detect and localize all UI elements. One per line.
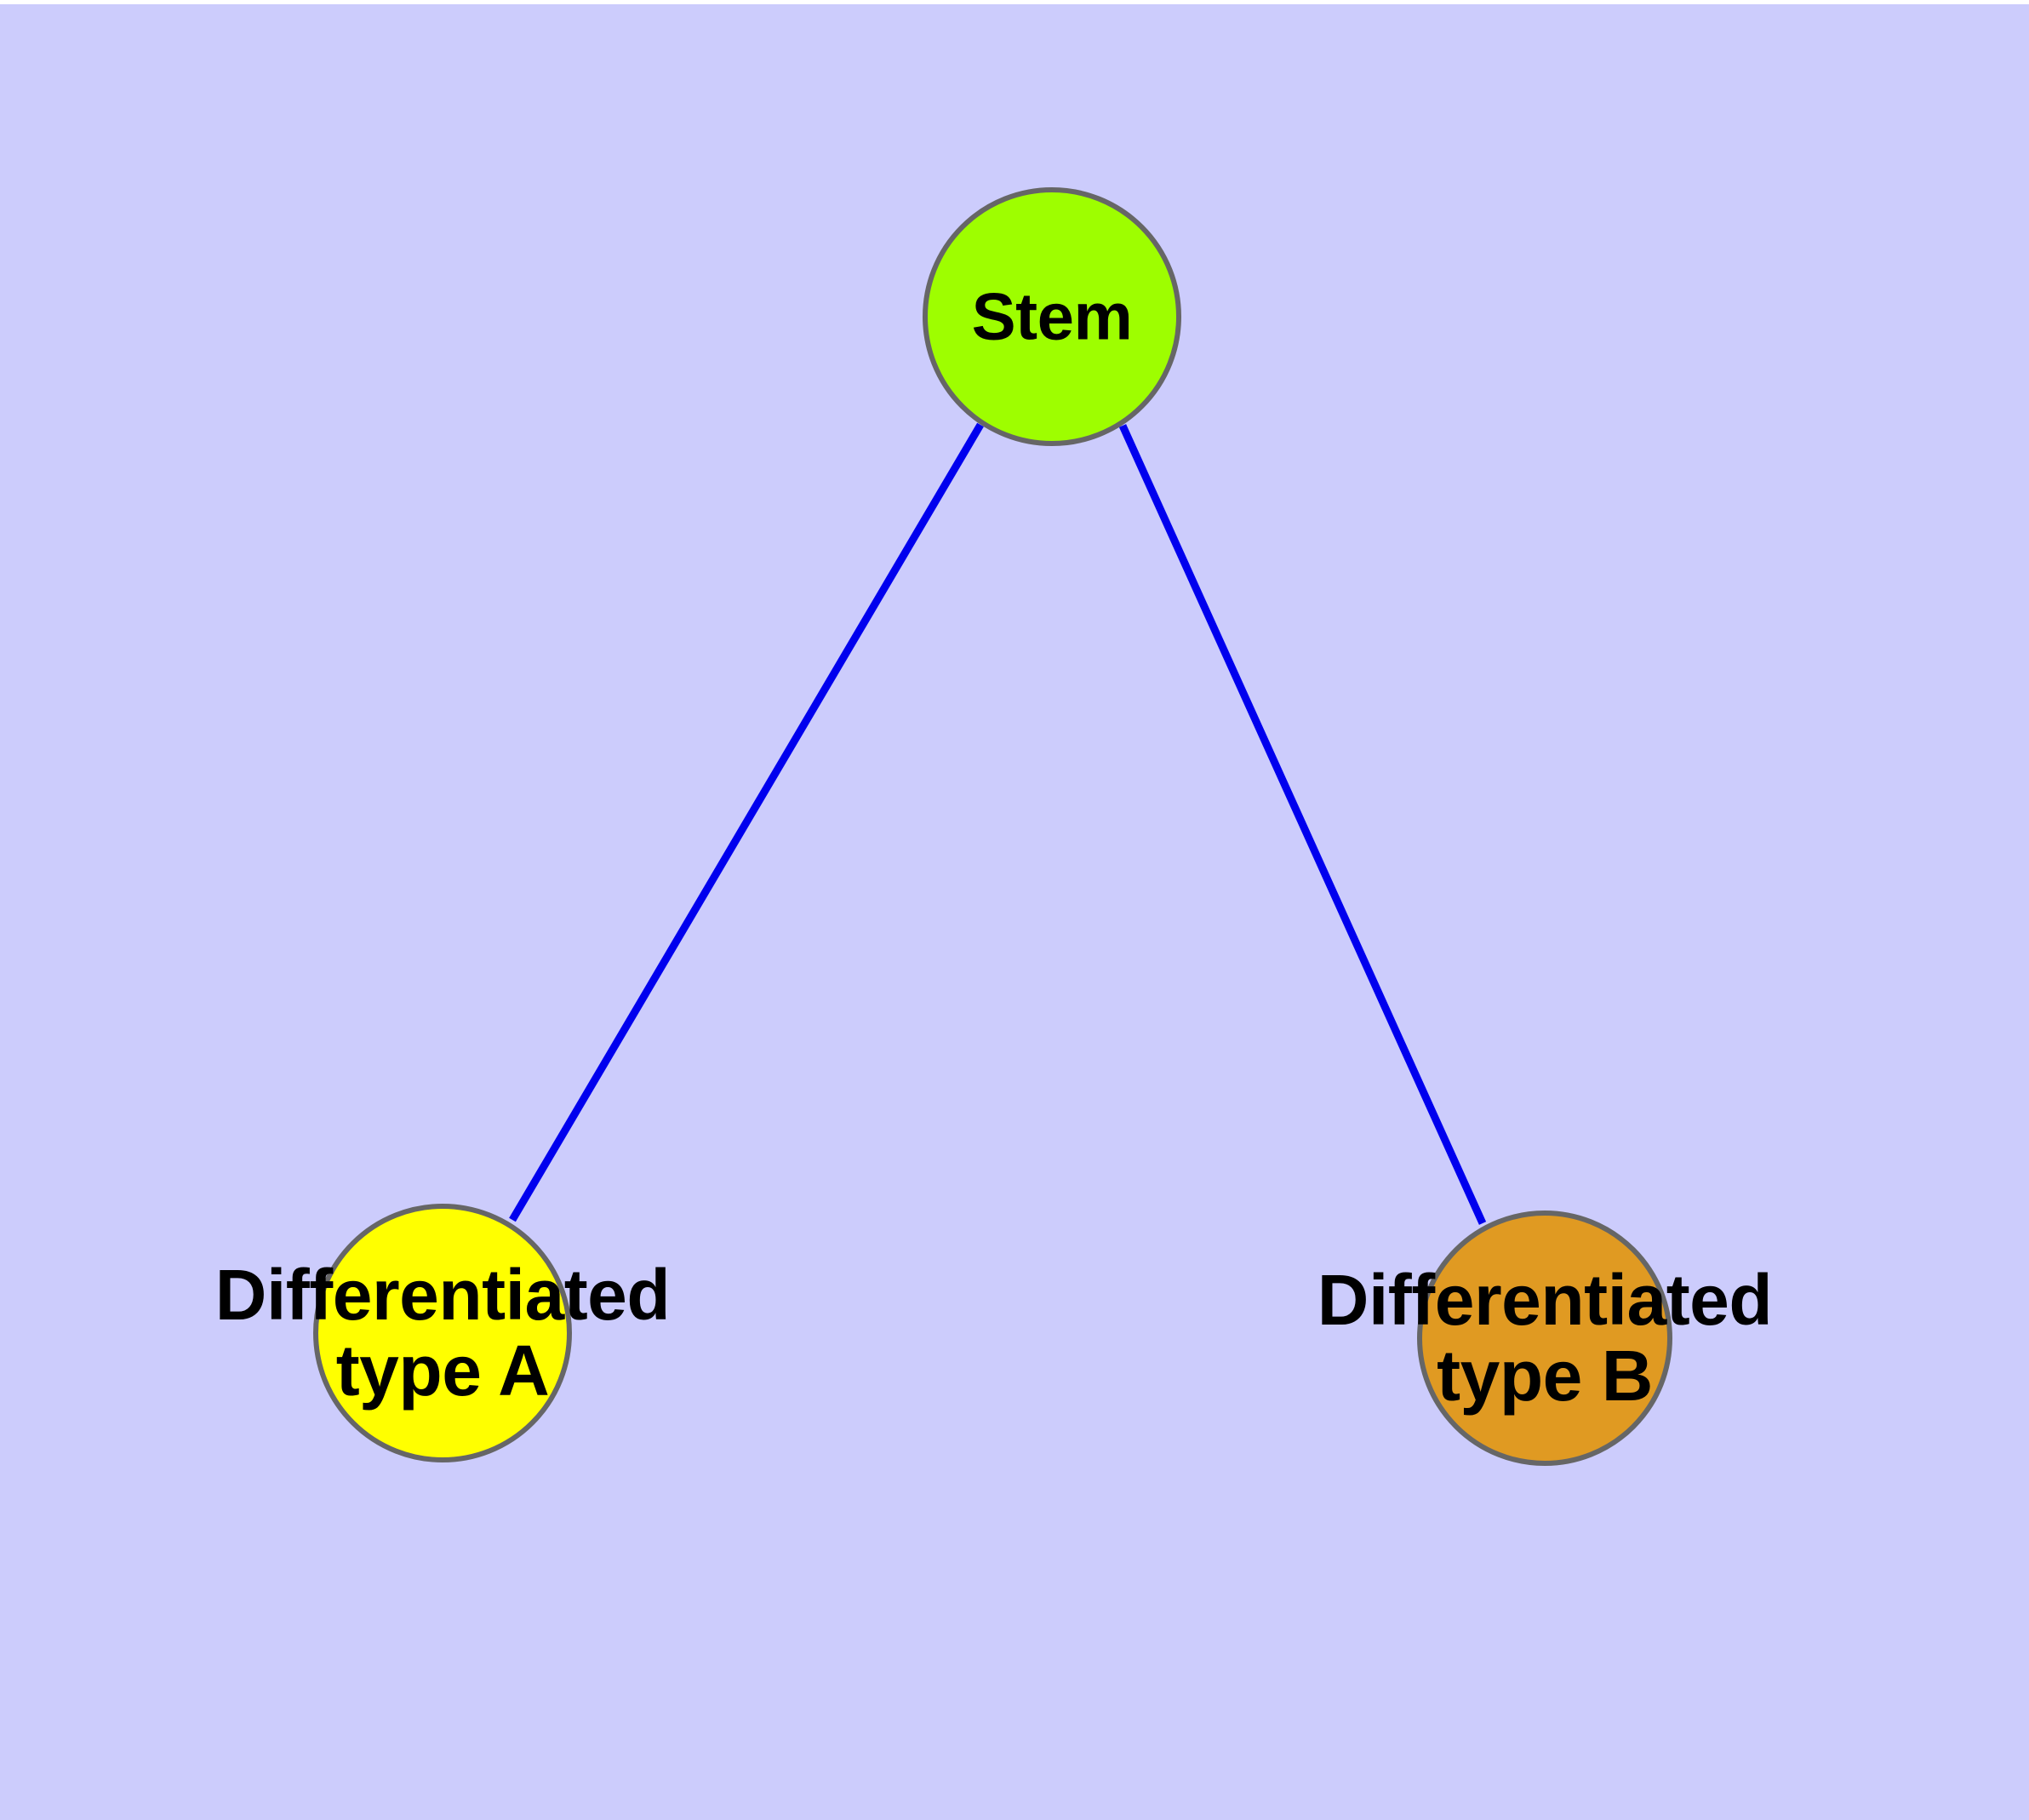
top-white-strip (0, 0, 2029, 4)
edge-stem-to-diff-a (509, 422, 984, 1222)
node-differentiated-type-a[interactable] (313, 1204, 572, 1462)
edge-stem-to-diff-b (1118, 424, 1487, 1225)
node-layer (313, 187, 1672, 1466)
node-stem[interactable] (923, 187, 1181, 446)
node-differentiated-type-b[interactable] (1417, 1210, 1672, 1466)
edge-layer (509, 422, 1487, 1225)
